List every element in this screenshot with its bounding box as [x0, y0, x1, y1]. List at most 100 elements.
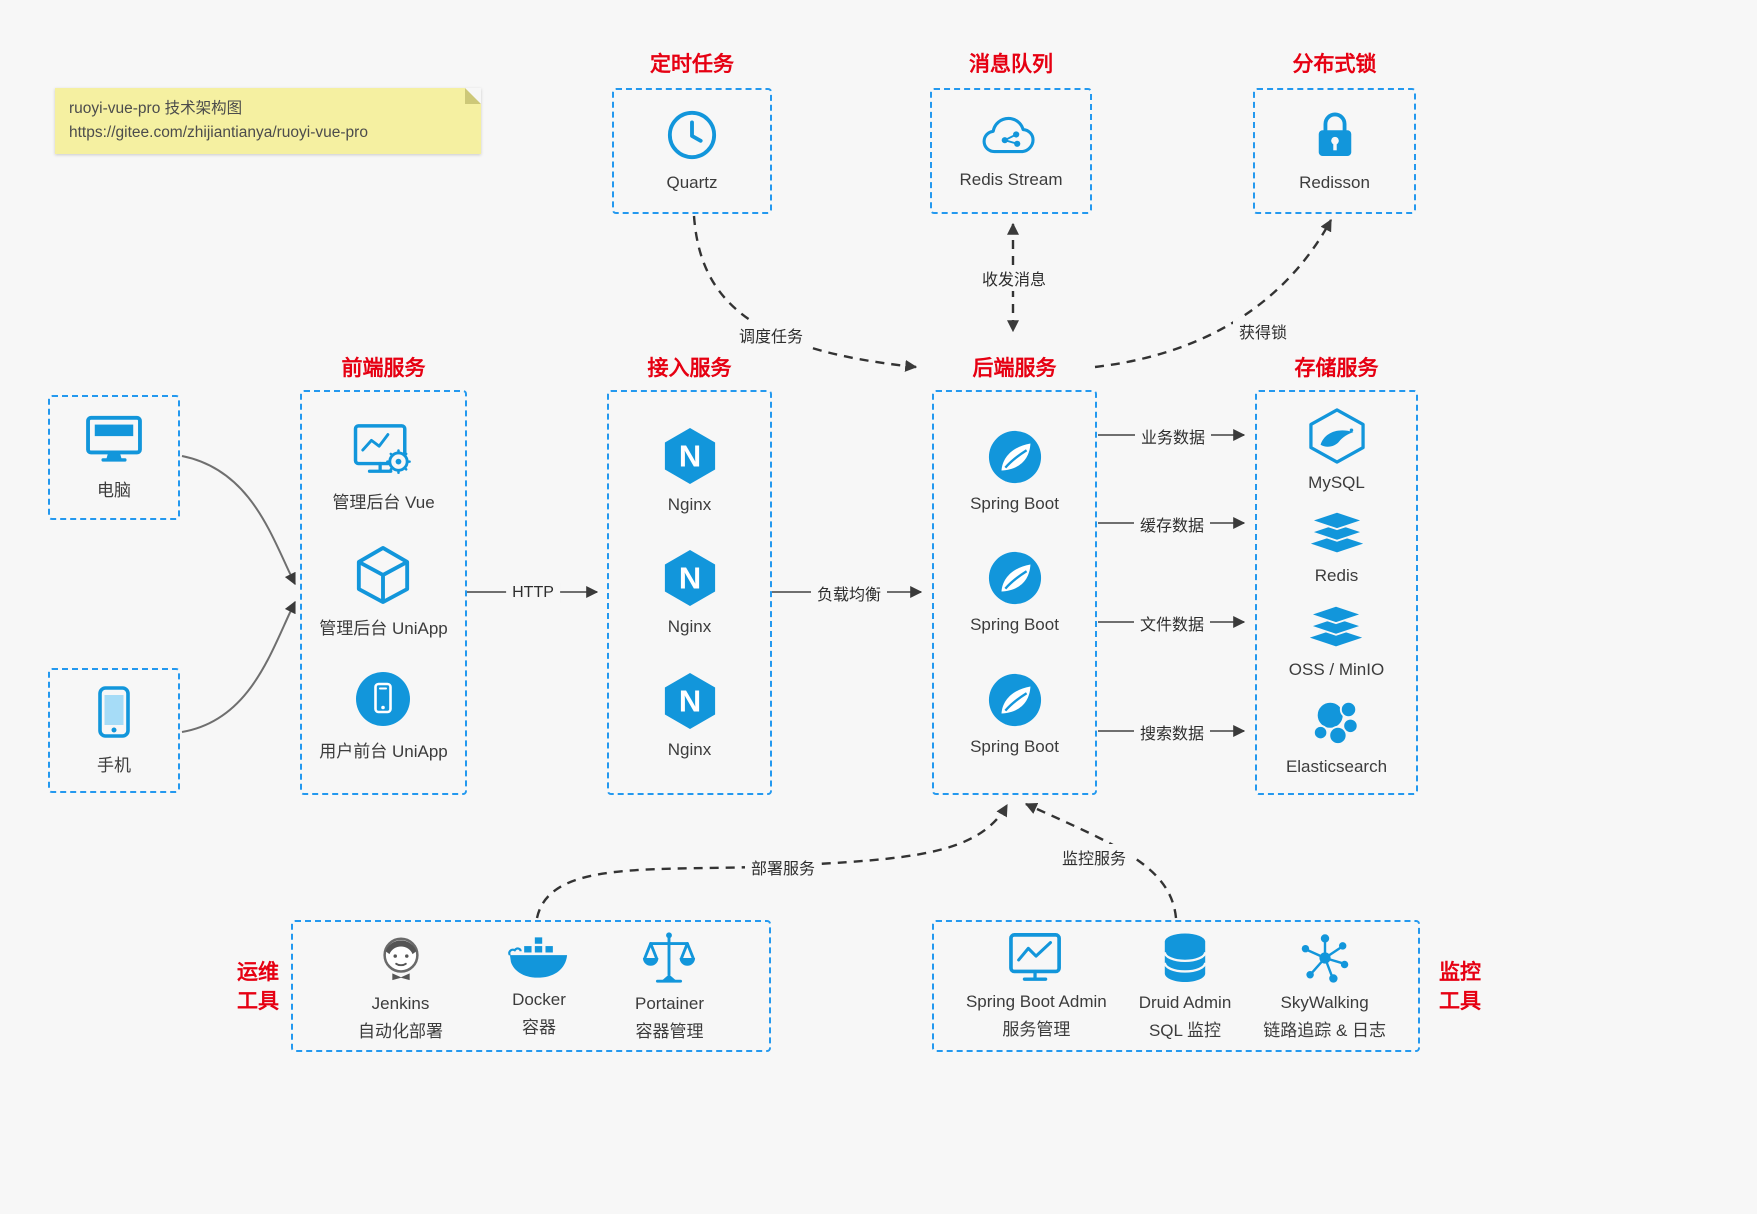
mysql-icon: [1307, 408, 1367, 464]
smartphone-icon: [96, 685, 132, 739]
title-storage-services: 存储服务: [1294, 357, 1379, 380]
monitor-tools-box: Spring Boot Admin 服务管理 Druid Admin SQL 监…: [932, 920, 1420, 1052]
storage-services-box: MySQL Redis: [1255, 390, 1418, 795]
spring-boot-icon: [987, 429, 1043, 485]
edge-label-business-data: 业务数据: [1134, 423, 1212, 449]
redis-label: Redis: [1314, 566, 1359, 586]
tool-portainer: Portainer 容器管理: [635, 930, 704, 1042]
item-oss-minio: OSS / MinIO: [1289, 603, 1384, 680]
druid-name: Druid Admin: [1138, 993, 1232, 1012]
portainer-icon: [641, 930, 697, 986]
druid-desc: SQL 监控: [1148, 1021, 1222, 1040]
admin-uniapp-icon: [354, 545, 412, 605]
docker-icon: [508, 934, 570, 982]
tool-druid: Druid Admin SQL 监控: [1138, 931, 1232, 1041]
nginx-icon: N: [662, 548, 718, 608]
tool-skywalking: SkyWalking 链路追踪 & 日志: [1263, 931, 1386, 1041]
admin-uniapp-label: 管理后台 UniApp: [319, 618, 448, 638]
desktop-icon: [85, 414, 143, 464]
title-backend-services: 后端服务: [972, 357, 1057, 380]
note-title: ruoyi-vue-pro 技术架构图: [69, 100, 243, 117]
nginx-icon: N: [662, 426, 718, 486]
note-url: https://gitee.com/zhijiantianya/ruoyi-vu…: [69, 124, 368, 142]
user-uniapp-icon: [354, 670, 412, 728]
svg-text:N: N: [678, 683, 700, 718]
edge-label-schedule-task: 调度任务: [732, 322, 810, 348]
spring-boot-label: Spring Boot: [970, 736, 1059, 756]
item-spring-boot-1: Spring Boot: [970, 429, 1059, 514]
access-services-box: N Nginx N Nginx N Nginx: [607, 390, 772, 795]
oss-minio-icon: [1305, 603, 1367, 651]
edge-label-http: HTTP: [506, 583, 560, 603]
phone-label: 手机: [97, 756, 131, 775]
ops-tools-label: 运维 工具: [237, 961, 279, 1014]
portainer-desc: 容器管理: [635, 1022, 704, 1041]
distributed-lock-box: Redisson: [1253, 88, 1416, 214]
spring-boot-admin-desc: 服务管理: [1002, 1020, 1071, 1039]
tool-docker: Docker 容器: [508, 934, 570, 1038]
redis-stream-label: Redis Stream: [959, 170, 1063, 189]
backend-services-box: Spring Boot Spring Boot Spring Boot: [932, 390, 1097, 795]
spring-boot-icon: [987, 550, 1043, 606]
nginx-label: Nginx: [667, 617, 712, 636]
title-distributed-lock: 分布式锁: [1292, 53, 1377, 76]
jenkins-desc: 自动化部署: [358, 1022, 443, 1041]
title-frontend-services: 前端服务: [341, 357, 426, 380]
quartz-label: Quartz: [666, 173, 718, 192]
scheduled-tasks-box: Quartz: [612, 88, 772, 214]
title-access-services: 接入服务: [647, 357, 732, 380]
svg-text:N: N: [678, 438, 700, 473]
spring-boot-label: Spring Boot: [970, 615, 1059, 634]
message-queue-box: Redis Stream: [930, 88, 1092, 214]
user-uniapp-label: 用户前台 UniApp: [319, 741, 448, 761]
tool-spring-boot-admin: Spring Boot Admin 服务管理: [966, 932, 1107, 1040]
docker-name: Docker: [512, 990, 566, 1009]
sticky-note: ruoyi-vue-pro 技术架构图 https://gitee.com/zh…: [55, 88, 481, 155]
pc-label: 电脑: [97, 481, 131, 500]
spring-boot-admin-icon: [1006, 932, 1066, 984]
title-message-queue: 消息队列: [969, 53, 1053, 76]
cloud-stream-icon: [981, 112, 1041, 158]
edge-label-send-receive: 收发消息: [975, 265, 1053, 291]
skywalking-icon: [1298, 931, 1352, 985]
item-admin-uniapp: 管理后台 UniApp: [319, 545, 448, 639]
edge-label-deploy-service: 部署服务: [744, 854, 822, 880]
skywalking-name: SkyWalking: [1280, 993, 1369, 1012]
item-nginx-1: N Nginx: [662, 426, 718, 515]
admin-vue-icon: [353, 423, 415, 479]
nginx-icon: N: [662, 671, 718, 731]
portainer-name: Portainer: [635, 994, 704, 1013]
redisson-label: Redisson: [1299, 173, 1370, 192]
item-nginx-3: N Nginx: [662, 671, 718, 760]
elasticsearch-label: Elasticsearch: [1285, 756, 1388, 776]
spring-boot-label: Spring Boot: [970, 493, 1059, 513]
skywalking-desc: 链路追踪 & 日志: [1263, 1021, 1387, 1040]
item-elasticsearch: Elasticsearch: [1286, 696, 1387, 777]
device-pc-box: 电脑: [48, 395, 180, 520]
admin-vue-label: 管理后台 Vue: [332, 493, 435, 513]
jenkins-icon: [375, 930, 427, 986]
mysql-label: MySQL: [1308, 473, 1365, 493]
item-mysql: MySQL: [1307, 408, 1367, 493]
edge-label-search-data: 搜索数据: [1133, 719, 1211, 745]
device-phone-box: 手机: [48, 668, 180, 793]
item-redis: Redis: [1306, 509, 1368, 586]
clock-icon: [666, 109, 718, 161]
lock-icon: [1313, 109, 1357, 161]
redis-icon: [1306, 509, 1368, 557]
monitor-tools-label: 监控 工具: [1439, 961, 1481, 1014]
docker-desc: 容器: [522, 1018, 556, 1037]
edge-label-cache-data: 缓存数据: [1133, 511, 1211, 537]
spring-boot-admin-name: Spring Boot Admin: [965, 992, 1107, 1011]
ops-tools-box: Jenkins 自动化部署 Docker 容器: [291, 920, 771, 1052]
oss-minio-label: OSS / MinIO: [1288, 659, 1385, 679]
frontend-services-box: 管理后台 Vue 管理后台 UniApp 用户前台 UniApp: [300, 390, 467, 795]
item-spring-boot-2: Spring Boot: [970, 550, 1059, 635]
nginx-label: Nginx: [667, 739, 712, 759]
item-spring-boot-3: Spring Boot: [970, 672, 1059, 757]
svg-text:N: N: [678, 561, 700, 596]
tool-jenkins: Jenkins 自动化部署: [358, 930, 443, 1042]
jenkins-name: Jenkins: [371, 994, 430, 1013]
